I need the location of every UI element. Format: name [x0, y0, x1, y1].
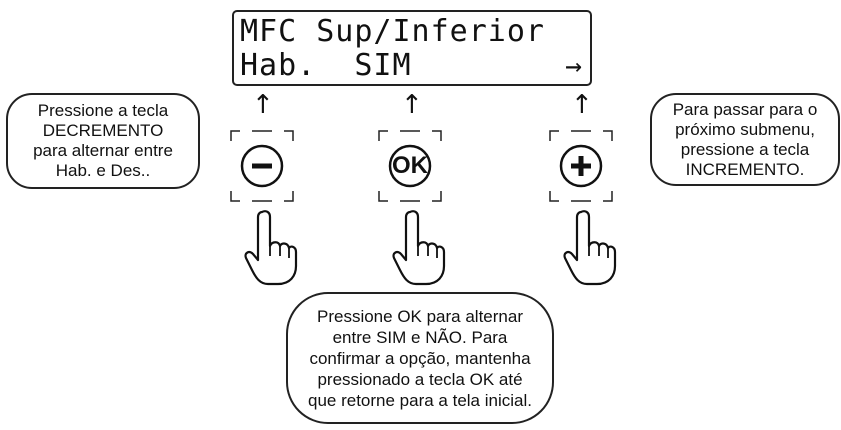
ok-button[interactable]: OK — [374, 125, 446, 207]
key-frame-icon — [230, 130, 294, 202]
up-arrow-icon: ↑ — [401, 90, 423, 120]
pointing-hand-icon — [392, 210, 446, 286]
increment-button[interactable] — [545, 125, 617, 207]
callout-line: entre SIM e NÃO. Para — [332, 327, 508, 347]
increment-callout: Para passar para o próximo submenu, pres… — [650, 93, 840, 186]
key-frame-icon — [549, 130, 613, 202]
decrement-callout: Pressione a tecla DECREMENTO para altern… — [6, 93, 200, 189]
callout-line: Pressione a tecla — [37, 101, 169, 120]
lcd-display: MFC Sup/Inferior Hab. SIM → — [232, 10, 592, 86]
ok-callout: Pressione OK para alternar entre SIM e N… — [286, 292, 554, 424]
decrement-button[interactable] — [226, 125, 298, 207]
display-line-1: MFC Sup/Inferior — [240, 14, 545, 49]
up-arrow-icon: ↑ — [252, 90, 274, 120]
pointing-hand-icon — [244, 210, 298, 286]
callout-line: para alternar entre — [33, 141, 173, 160]
callout-line: Hab. e Des.. — [55, 161, 151, 180]
callout-line: confirmar a opção, mantenha — [309, 348, 531, 368]
key-frame-icon — [378, 130, 442, 202]
right-arrow-icon: → — [565, 49, 582, 82]
callout-line: pressionado a tecla OK até — [317, 369, 523, 389]
callout-line: que retorne para a tela inicial. — [308, 390, 532, 410]
callout-line: INCREMENTO. — [685, 159, 805, 179]
callout-line: pressione a tecla — [680, 139, 810, 159]
callout-line: Pressione OK para alternar — [317, 306, 523, 326]
ok-label: OK — [392, 152, 428, 179]
pointing-hand-icon — [563, 210, 617, 286]
callout-line: Para passar para o — [672, 99, 818, 119]
callout-line: próximo submenu, — [675, 119, 815, 139]
up-arrow-icon: ↑ — [571, 90, 593, 120]
display-line-2: Hab. SIM — [240, 48, 412, 83]
callout-line: DECREMENTO — [42, 121, 164, 140]
